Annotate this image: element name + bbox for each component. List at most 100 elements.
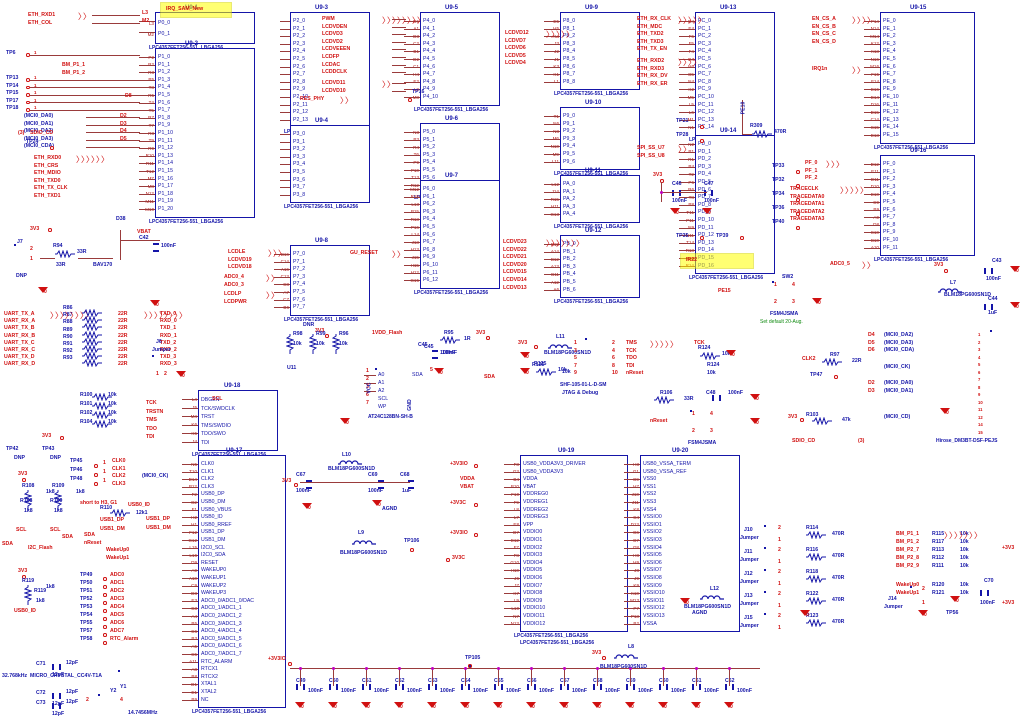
resistor-ref: R116 [806,547,819,553]
net-label: (MCI0_DA1) [24,120,54,127]
pin-number: 6 [612,355,615,361]
ic-pin-name: RTCX2 [201,673,218,680]
wire-segment [864,127,880,129]
capacitor-value: 100nF [638,688,653,694]
ic-pin-name: USB0_RREF [201,521,232,528]
ic-pin-name: P5_2 [423,144,436,151]
net-label: UART_TX_C [4,339,35,346]
ic-pin-name: P8_6 [563,63,576,70]
net-label: UART_RX_C [4,347,36,353]
resistor-ref: R115 [932,531,945,537]
capacitor-symbol [428,684,437,690]
test-point-pad [26,100,30,105]
wire-segment [544,51,560,53]
wire-segment [404,242,420,244]
wire-segment [864,224,880,226]
ground-value: 0 [730,704,733,710]
wire-segment [679,204,695,206]
ic-pin-name: USB0_DM [201,499,226,505]
net-label: LCDVD15 [503,269,527,276]
wire-segment [544,266,560,268]
wire-segment [30,79,140,81]
test-point-pad [26,93,30,97]
net-label: USB0_ID [14,608,36,614]
wire-segment [86,124,140,126]
wire-segment [139,64,155,66]
capacitor-value: 100nF [374,688,389,694]
wire-segment [504,585,520,587]
ground-symbol [726,350,736,356]
test-point-pad [103,585,107,589]
wire-segment [139,209,155,210]
ic-pin-name: USB0_VDDA3V3 [523,468,564,475]
power-rail-label: 3V3 [42,433,52,439]
wire-segment [864,202,880,203]
inductor-symbol [338,460,362,465]
wire-segment [624,600,640,602]
wire-segment [280,164,290,166]
test-point-label: TP58 [80,636,93,642]
power-rail-label: +3V3IO [450,461,468,467]
wire-segment [864,81,880,83]
resistor-symbol [806,531,826,539]
ground-symbol [394,702,404,708]
junction-dot [365,667,368,670]
resistor-ref: R91 [63,341,73,347]
resistor-ref: R114 [806,525,819,531]
ic-block-U9-17 [198,455,286,709]
wire-segment [392,91,406,92]
capacitor-ref: C46 [672,181,682,187]
resistor-value: 10k [562,369,571,375]
ic-block-footer: LPC4357FET256-551_LBGA256 [414,289,489,296]
ic-block-title: U9-15 [910,5,927,11]
ic-pin-name: CLK0 [201,461,214,467]
ic-pin-name: VSS1 [643,483,657,490]
wire-segment [544,36,560,38]
ic-pin-name: VSS2 [643,491,657,498]
wire-segment [139,140,155,142]
ic-pin-name: P0_1 [158,31,171,37]
wire-segment [392,72,406,74]
ic-pin-name: P4_7 [423,71,436,78]
net-label: ADC4 [110,604,125,610]
test-point-pad [103,609,107,613]
power-rail-pad [602,656,606,660]
resistor-value: 22R [118,325,128,332]
resistor-ref: R103 [806,412,819,418]
net-label: ETH_TXD2 [637,31,664,38]
ic-pin-name: P2_4 [293,48,306,55]
ground-value: 0 [756,420,759,426]
resistor-value: 22R [118,354,128,361]
wire-segment [280,172,290,173]
diode-ref: D38 [116,216,126,222]
pin-number: 1 [778,625,781,631]
wire-segment [404,154,420,156]
switch-part: FSM4JSMA [770,311,799,317]
wire-segment [544,244,560,245]
wire-segment [86,117,140,118]
connector-J7 [14,244,16,246]
pin-number: D5 [868,339,875,346]
ground-value: 0 [526,370,529,376]
resistor-ref: R123 [806,613,819,619]
ground-value: 0 [598,704,601,710]
wire-segment [139,148,155,150]
resistor-value: 1R [464,336,471,342]
ic-pin-name: PF_4 [883,191,896,198]
ic-pin-name: NC [201,696,209,703]
pin-number: 7 [978,377,981,382]
wire-segment [78,258,113,259]
net-label: LCDVD19 [228,256,252,263]
pin-number: 1 [103,469,106,475]
wire-segment [531,668,532,686]
resistor-value: 10k [707,370,716,376]
wire-segment [364,383,376,384]
resistor-ref: R106 [660,390,673,396]
resistor-ref: R101 [80,401,93,407]
power-rail-pad [474,533,478,537]
wire-segment [864,104,880,106]
net-label: (MCI0_DA2) [884,332,914,338]
ic-pin-name: P2_9 [293,86,306,93]
inductor-part: BLM18PG600SN1D [328,466,375,472]
ic-pin-name: VDDIO7 [523,582,543,589]
